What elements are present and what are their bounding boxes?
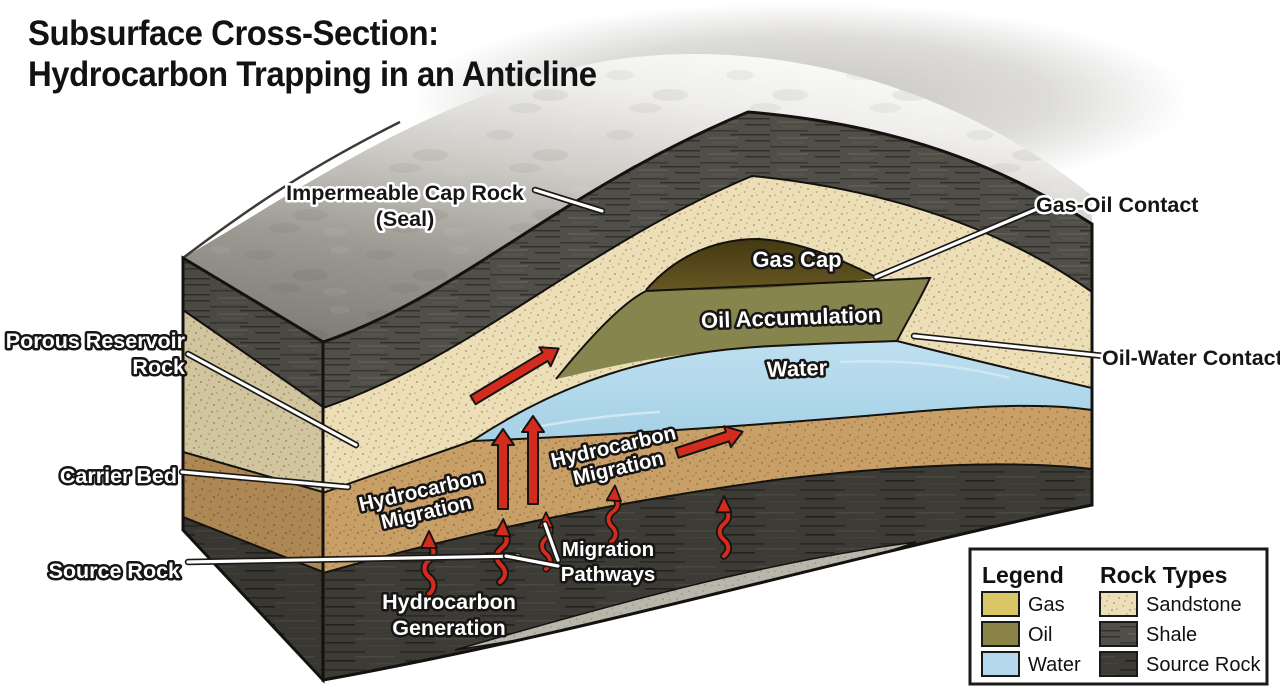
block-top-surface <box>182 54 1092 342</box>
legend-swatch-shale <box>1099 621 1138 647</box>
source-rock-layer <box>323 464 1092 680</box>
legend-swatch-sandstone <box>1099 591 1138 617</box>
label-carrier-bed: Carrier Bed <box>60 464 177 488</box>
left-face-source-rock-layer <box>183 517 323 680</box>
left-face-sandstone-layer <box>183 310 323 492</box>
red-arrow-right-carrier-bed <box>674 425 744 459</box>
page-title-line2: Hydrocarbon Trapping in an Anticline <box>28 54 597 94</box>
front-face-outline <box>321 110 1094 682</box>
label-gas-cap: Gas Cap <box>752 247 841 272</box>
legend-swatch-water <box>981 651 1020 677</box>
legend-label-sandstone: Sandstone <box>1146 594 1242 616</box>
legend-label-source-rock: Source Rock <box>1146 654 1261 676</box>
legend-label-water: Water <box>1028 654 1081 676</box>
label-porous-reservoir-line2: Rock <box>132 355 185 379</box>
gas-cap-zone <box>646 239 878 291</box>
leader-oil-water-contact <box>910 332 1108 360</box>
impermeable-cap-rock-layer <box>323 112 1092 408</box>
legend-box: Legend Rock Types Gas Oil Water Sandston… <box>968 547 1269 686</box>
leader-gas-oil-contact <box>872 202 1048 281</box>
leader-porous-reservoir <box>184 350 360 449</box>
label-water: Water <box>766 355 828 382</box>
leader-lines <box>178 186 1108 570</box>
legend-swatch-oil <box>981 621 1020 647</box>
legend-label-oil: Oil <box>1028 624 1052 646</box>
leader-migration-pathways-2 <box>541 520 562 564</box>
label-hydrocarbon-generation-line1: Hydrocarbon <box>382 590 516 614</box>
label-hydrocarbon-generation-line2: Generation <box>392 616 506 640</box>
water-zone <box>472 341 1092 441</box>
hydrocarbon-migration-arrows <box>469 346 744 510</box>
block-front-face <box>323 112 1092 680</box>
page-title: Subsurface Cross-Section: Hydrocarbon Tr… <box>28 14 597 95</box>
top-back-ridge-edge <box>182 120 401 259</box>
label-porous-reservoir-line1: Porous Reservoir <box>6 329 186 353</box>
label-migration-pathways-line2: Pathways <box>561 563 656 586</box>
block-left-face <box>183 258 323 680</box>
legend-swatch-source-rock <box>1099 651 1138 677</box>
legend-header-rocks: Rock Types <box>1100 562 1227 588</box>
leader-carrier-bed <box>178 468 352 491</box>
legend-swatch-gas <box>981 591 1020 617</box>
label-migration-pathways-line1: Migration <box>562 538 654 561</box>
label-seal: (Seal) <box>376 207 435 231</box>
leader-source-rock <box>184 552 522 566</box>
red-arrow-up-right-sandstone <box>469 346 560 406</box>
leader-cap-rock <box>531 186 606 215</box>
legend-label-gas: Gas <box>1028 594 1065 616</box>
red-arrow-up-2 <box>521 415 545 505</box>
legend-label-shale: Shale <box>1146 624 1197 646</box>
legend-header-fluids: Legend <box>982 562 1064 588</box>
label-gas-oil-contact: Gas-Oil Contact <box>1036 193 1198 217</box>
page-title-line1: Subsurface Cross-Section: <box>28 14 439 53</box>
label-impermeable-cap-rock: Impermeable Cap Rock <box>286 181 524 205</box>
oil-accumulation-zone <box>556 278 930 379</box>
label-source-rock: Source Rock <box>49 559 180 583</box>
leader-migration-pathways-1 <box>502 552 562 570</box>
label-oil-water-contact: Oil-Water Contact <box>1102 346 1280 370</box>
red-arrow-up-1 <box>491 428 515 510</box>
left-face-shale-layer <box>183 258 323 407</box>
